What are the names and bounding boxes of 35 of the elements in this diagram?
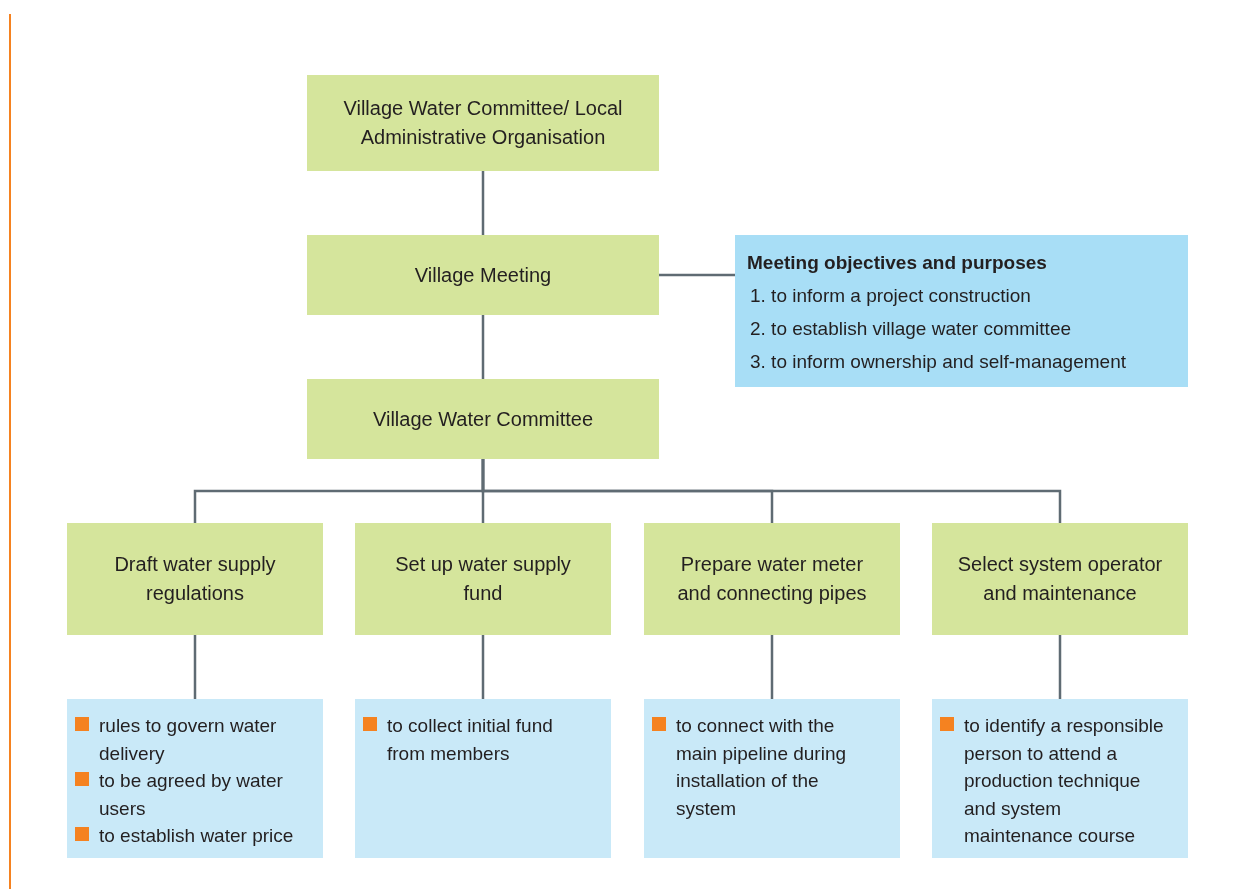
connector-line [481, 459, 1062, 523]
step-label: Set up water supply fund [394, 552, 572, 606]
notes-box [355, 699, 611, 858]
step-label: Prepare water meter and connecting pipes [676, 552, 868, 606]
notes-box [67, 699, 323, 858]
connector-line [659, 273, 735, 277]
process-box [355, 523, 611, 635]
bullet-text: to establish water price [99, 824, 294, 848]
objective-item: 3. to inform ownership and self-management [749, 350, 1127, 374]
objective-item: 2. to establish village water committee [749, 317, 1073, 341]
objectives-box [735, 235, 1188, 387]
connector-line [193, 635, 197, 699]
connector-line [770, 635, 774, 699]
connector-line [481, 635, 485, 699]
bullet-text: to identify a responsible person to attend a production technique and system maintenance course [964, 714, 1165, 848]
process-box [67, 523, 323, 635]
step-label: Village Water Committee [372, 406, 594, 432]
process-box [932, 523, 1188, 635]
process-box [644, 523, 900, 635]
connector-line [481, 315, 485, 379]
bullet-text: to connect with the main pipeline during installation of the system [676, 714, 848, 821]
notes-box [932, 699, 1188, 858]
objectives-heading: Meeting objectives and purposes [747, 251, 1048, 275]
process-box [307, 379, 659, 459]
step-label: Village Water Committee/ Local Administrative Organisation [342, 96, 624, 150]
objective-item: 1. to inform a project construction [749, 284, 1032, 308]
notes-box [644, 699, 900, 858]
step-label: Select system operator and maintenance [956, 552, 1164, 606]
step-label: Village Meeting [414, 262, 552, 288]
connector-line [481, 171, 485, 235]
process-box [307, 75, 659, 171]
connector-line [1058, 635, 1062, 699]
bullet-text: to collect initial fund from members [387, 714, 554, 766]
process-box [307, 235, 659, 315]
step-label: Draft water supply regulations [113, 552, 277, 606]
